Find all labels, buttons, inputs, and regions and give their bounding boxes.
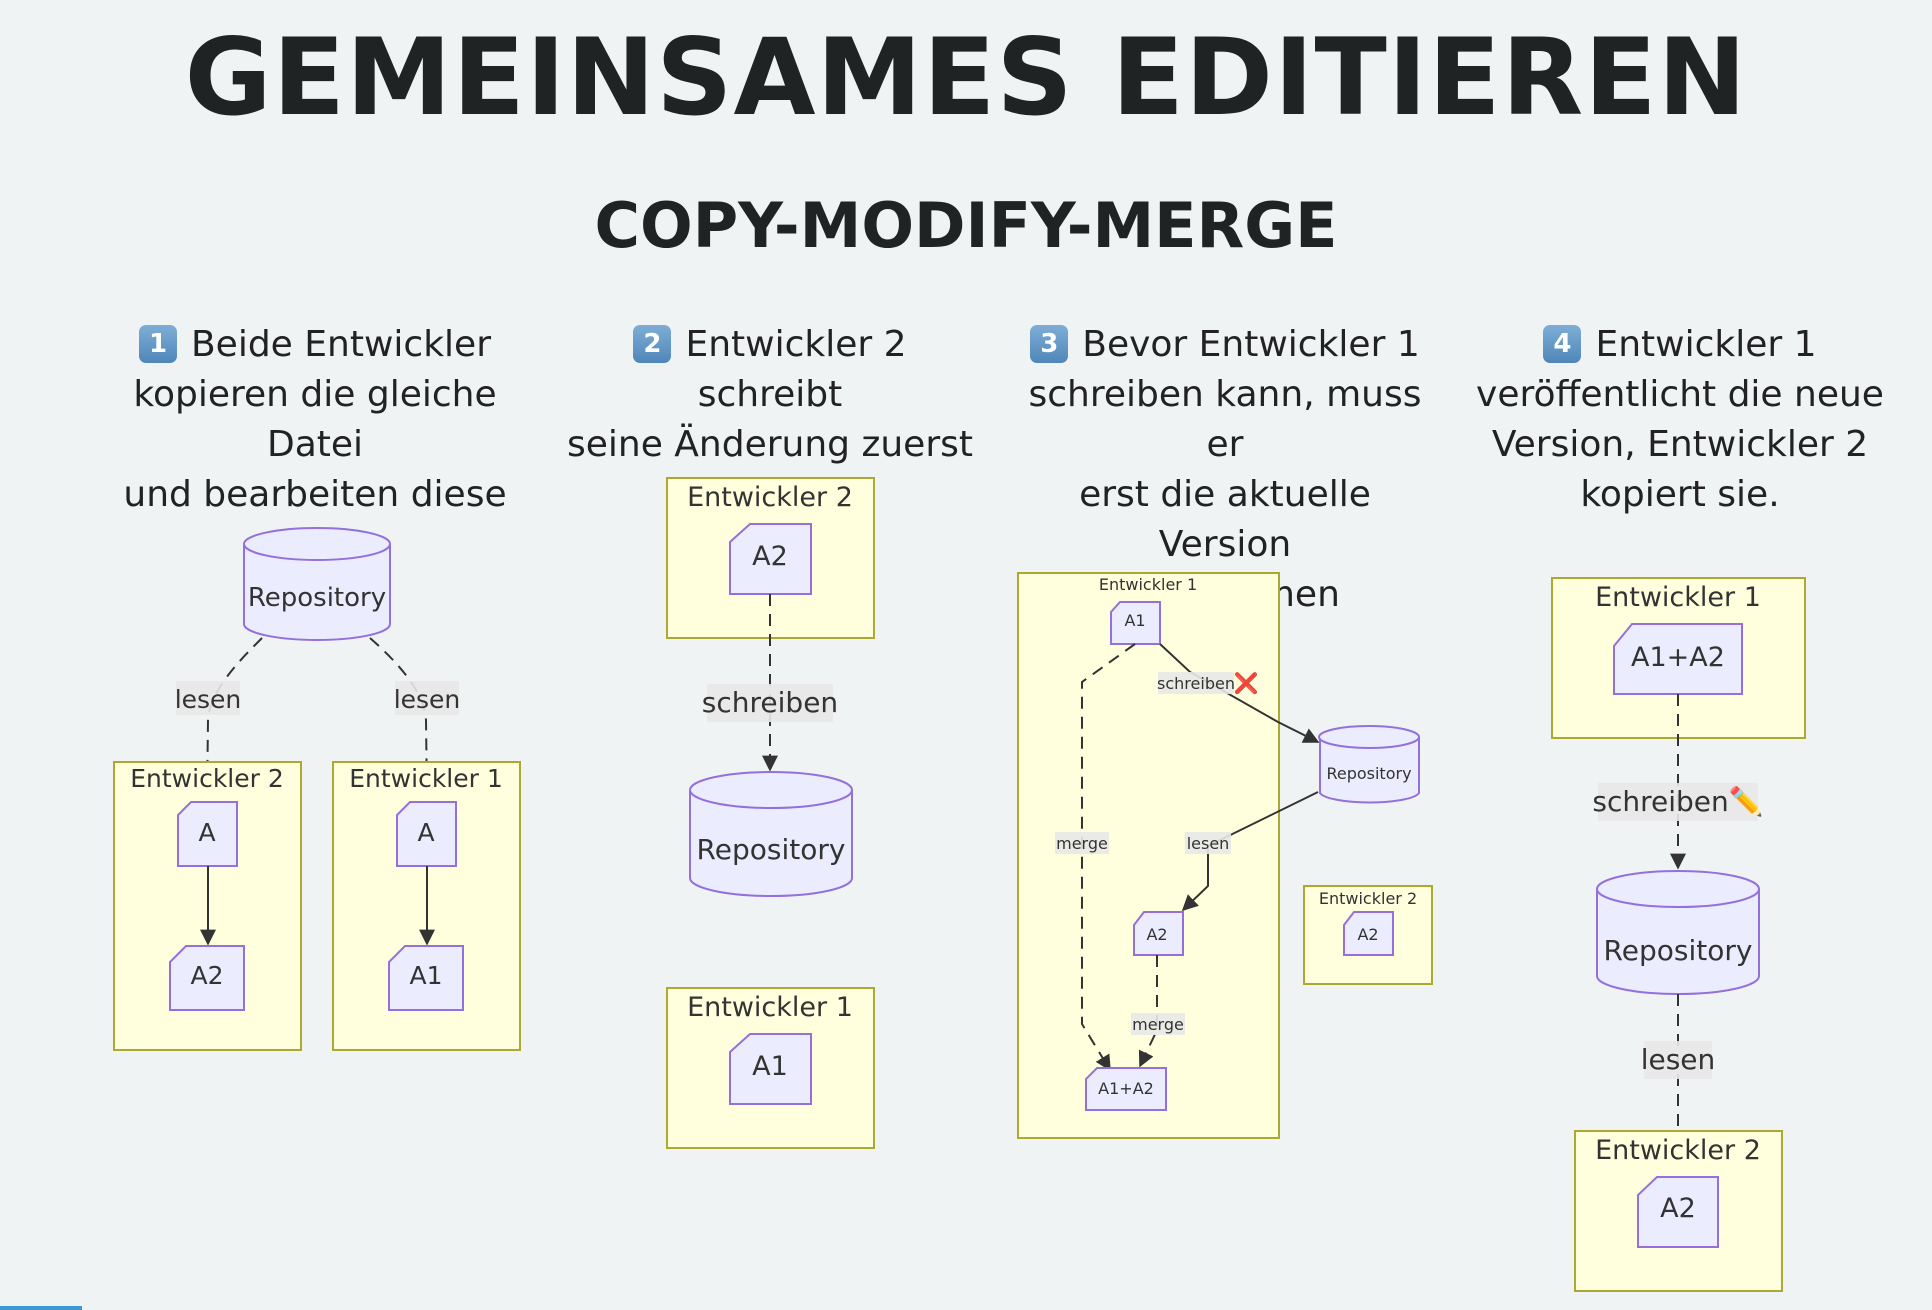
step-3-line-3: erst die aktuelle Version bbox=[1079, 474, 1371, 565]
step-1-badge: 1 bbox=[138, 325, 177, 363]
step-4-caption: 4 Entwickler 1 veröffentlicht die neue Ve… bbox=[1470, 320, 1890, 520]
d2-repository: Repository bbox=[689, 771, 853, 897]
d1-repository: Repository bbox=[243, 527, 391, 641]
step-3-line-2: schreiben kann, muss er bbox=[1028, 374, 1422, 465]
d3-node-a2 bbox=[1133, 911, 1184, 956]
step-2-line-1: Entwickler 2 schreibt bbox=[685, 324, 907, 415]
d3-edge-write-label: schreiben bbox=[1157, 674, 1235, 693]
d3-node-side bbox=[1343, 911, 1394, 956]
d4-edge-write-label: schreiben✏️ bbox=[1592, 784, 1763, 818]
step-2-badge: 2 bbox=[633, 325, 672, 363]
d1-left-bottom-node bbox=[169, 945, 245, 1011]
d4-repository: Repository bbox=[1596, 870, 1760, 995]
d3-repository: Repository bbox=[1318, 725, 1420, 804]
page-subtitle: COPY-MODIFY-MERGE bbox=[594, 189, 1338, 262]
diagram-3: Entwickler 1 A1 schreiben ❌ Repository l… bbox=[1017, 572, 1433, 1139]
step-4-line-3: Version, Entwickler 2 bbox=[1491, 424, 1869, 465]
d3-node-a1 bbox=[1110, 601, 1161, 645]
step-2-caption: 2 Entwickler 2 schreibt seine Änderung zu… bbox=[560, 320, 980, 470]
step-4-line-4: kopiert sie. bbox=[1580, 474, 1780, 515]
page-title: GEMEINSAMES EDITIEREN bbox=[184, 16, 1748, 139]
d2-node-top-label: A2 bbox=[752, 541, 788, 572]
d1-edge-right-label: lesen bbox=[394, 685, 461, 714]
d3-edge-merge-left-label: merge bbox=[1056, 834, 1108, 853]
d3-node-result-label: A1+A2 bbox=[1098, 1079, 1154, 1098]
d4-node-bottom bbox=[1637, 1176, 1719, 1248]
d3-cluster-side-label: Entwickler 2 bbox=[1319, 889, 1417, 908]
d3-node-a2-label: A2 bbox=[1146, 925, 1167, 944]
step-1-line-2: kopieren die gleiche Datei bbox=[133, 374, 497, 465]
d3-cluster-main-label: Entwickler 1 bbox=[1099, 575, 1197, 594]
d3-node-result bbox=[1085, 1067, 1167, 1111]
step-1-line-3: und bearbeiten diese bbox=[123, 474, 507, 515]
d3-repository-label: Repository bbox=[1326, 764, 1411, 783]
d2-cluster-bottom-label: Entwickler 1 bbox=[687, 992, 853, 1023]
d1-cluster-left-label: Entwickler 2 bbox=[130, 764, 284, 793]
d1-right-bottom-node bbox=[388, 945, 464, 1011]
d2-node-bottom-label: A1 bbox=[752, 1051, 788, 1082]
diagram-4: Entwickler 1 A1+A2 schreiben✏️ Repositor… bbox=[1551, 577, 1806, 1292]
d3-write-blocked-icon: ❌ bbox=[1234, 671, 1259, 695]
d3-node-side-label: A2 bbox=[1357, 925, 1378, 944]
d4-repository-label: Repository bbox=[1604, 934, 1753, 967]
bottom-accent-bar bbox=[0, 1306, 82, 1310]
d1-cluster-right-label: Entwickler 1 bbox=[349, 764, 503, 793]
d2-cluster-top-label: Entwickler 2 bbox=[687, 482, 853, 513]
d3-node-a1-label: A1 bbox=[1124, 611, 1145, 630]
d1-left-bottom-label: A2 bbox=[190, 961, 223, 990]
diagram-2: Entwickler 2 A2 schreiben Repository Ent… bbox=[666, 477, 875, 1149]
step-4-badge: 4 bbox=[1543, 325, 1582, 363]
d3-cluster-main bbox=[1017, 572, 1280, 1139]
d1-right-top-label: A bbox=[417, 818, 434, 847]
step-1-line-1: Beide Entwickler bbox=[190, 324, 491, 365]
d2-repository-label: Repository bbox=[697, 833, 846, 866]
d2-node-bottom bbox=[729, 1033, 812, 1105]
step-1-caption: 1 Beide Entwickler kopieren die gleiche D… bbox=[90, 320, 540, 520]
d2-edge-label: schreiben bbox=[702, 686, 838, 719]
step-3-line-1: Bevor Entwickler 1 bbox=[1082, 324, 1420, 365]
d4-node-top-label: A1+A2 bbox=[1631, 642, 1725, 673]
d4-cluster-top-label: Entwickler 1 bbox=[1595, 582, 1761, 613]
d3-edge-read-label: lesen bbox=[1187, 834, 1230, 853]
step-2-line-2: seine Änderung zuerst bbox=[566, 424, 974, 465]
d1-right-bottom-label: A1 bbox=[409, 961, 442, 990]
diagram-1: Repository lesen lesen Entwickler 2 Entw… bbox=[113, 527, 521, 1051]
d4-edge-read-label: lesen bbox=[1641, 1043, 1716, 1076]
d4-node-bottom-label: A2 bbox=[1660, 1193, 1696, 1224]
step-4-line-2: veröffentlicht die neue bbox=[1476, 374, 1884, 415]
step-3-badge: 3 bbox=[1030, 325, 1069, 363]
d1-left-top-label: A bbox=[198, 818, 215, 847]
d3-edge-merge-bottom-label: merge bbox=[1132, 1015, 1184, 1034]
d4-cluster-bottom-label: Entwickler 2 bbox=[1595, 1135, 1761, 1166]
d1-edge-left-label: lesen bbox=[175, 685, 242, 714]
step-4-line-1: Entwickler 1 bbox=[1595, 324, 1817, 365]
d1-repository-label: Repository bbox=[248, 583, 386, 613]
